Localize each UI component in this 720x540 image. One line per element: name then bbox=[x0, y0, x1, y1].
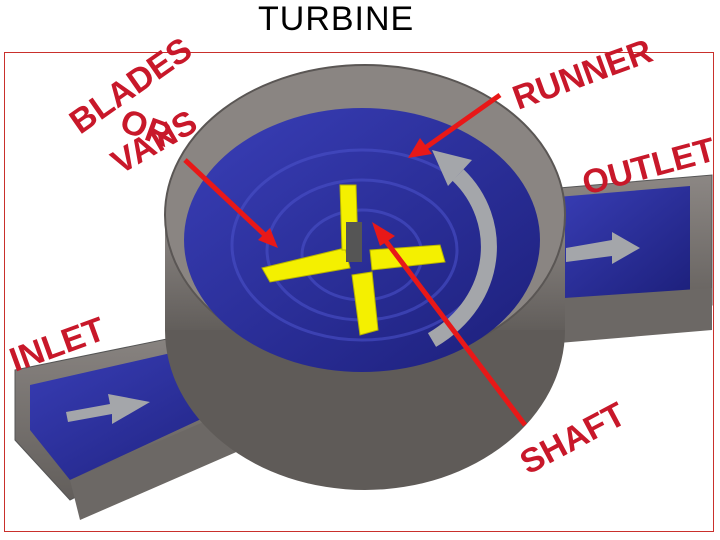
blades-pointer bbox=[183, 158, 270, 240]
inlet-flow-arrow bbox=[66, 394, 150, 424]
runner-blades bbox=[261, 184, 446, 336]
rotation-arrow bbox=[427, 169, 497, 347]
diagram-frame bbox=[4, 52, 714, 532]
rotation-arrow-head bbox=[432, 150, 472, 186]
outlet-flow-arrow bbox=[566, 232, 640, 264]
runner-pointer bbox=[423, 92, 502, 151]
label-arrows bbox=[183, 92, 527, 427]
shaft-pointer bbox=[383, 238, 527, 427]
shaft bbox=[346, 222, 362, 262]
page-title: TURBINE bbox=[258, 0, 415, 38]
outlet-channel bbox=[534, 174, 713, 345]
label-runner: RUNNER bbox=[508, 32, 658, 117]
